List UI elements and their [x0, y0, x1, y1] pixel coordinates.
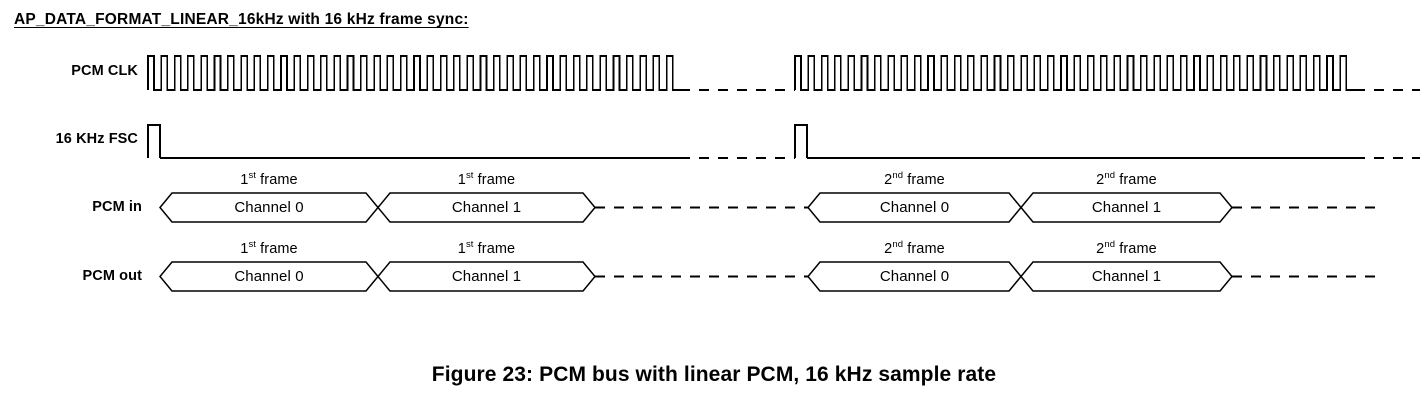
pcm-in-frame-caption: 1st frame [240, 170, 298, 188]
pcm-in-cell-label: Channel 0 [879, 198, 950, 216]
pcm-in-frame-caption: 2nd frame [1096, 170, 1157, 188]
pcm-in-frame-caption: 2nd frame [884, 170, 945, 188]
pcm-in-cell-label: Channel 1 [451, 198, 522, 216]
signal-label-pcm-in: PCM in [92, 199, 142, 215]
pcm-out-frame-caption: 2nd frame [1096, 239, 1157, 257]
pcm-out-cell-label: Channel 1 [451, 267, 522, 285]
figure-caption: Figure 23: PCM bus with linear PCM, 16 k… [431, 363, 997, 386]
page-title: AP_DATA_FORMAT_LINEAR_16kHz with 16 kHz … [14, 11, 469, 28]
pcm-out-frame-caption: 2nd frame [884, 239, 945, 257]
pcm-out-cell-label: Channel 1 [1091, 267, 1162, 285]
waveform-fsc [147, 124, 1420, 159]
pcm-out-cell-label: Channel 0 [879, 267, 950, 285]
pcm-in-frame-caption: 1st frame [457, 170, 516, 188]
waveform-pcm-in [159, 192, 1378, 223]
pcm-out-cell-label: Channel 0 [234, 267, 304, 285]
timing-diagram-canvas [147, 55, 1420, 292]
signal-label-pcm-out: PCM out [82, 268, 142, 284]
signal-label-fsc: 16 KHz FSC [55, 131, 138, 147]
pcm-in-cell-label: Channel 0 [234, 198, 304, 216]
pcm-out-frame-caption: 1st frame [457, 239, 516, 257]
waveform-pcm-clk [147, 55, 1420, 91]
waveform-pcm-out [159, 261, 1378, 292]
pcm-in-cell-label: Channel 1 [1091, 198, 1162, 216]
signal-label-pcm-clk: PCM CLK [71, 63, 138, 79]
pcm-out-frame-caption: 1st frame [240, 239, 298, 257]
